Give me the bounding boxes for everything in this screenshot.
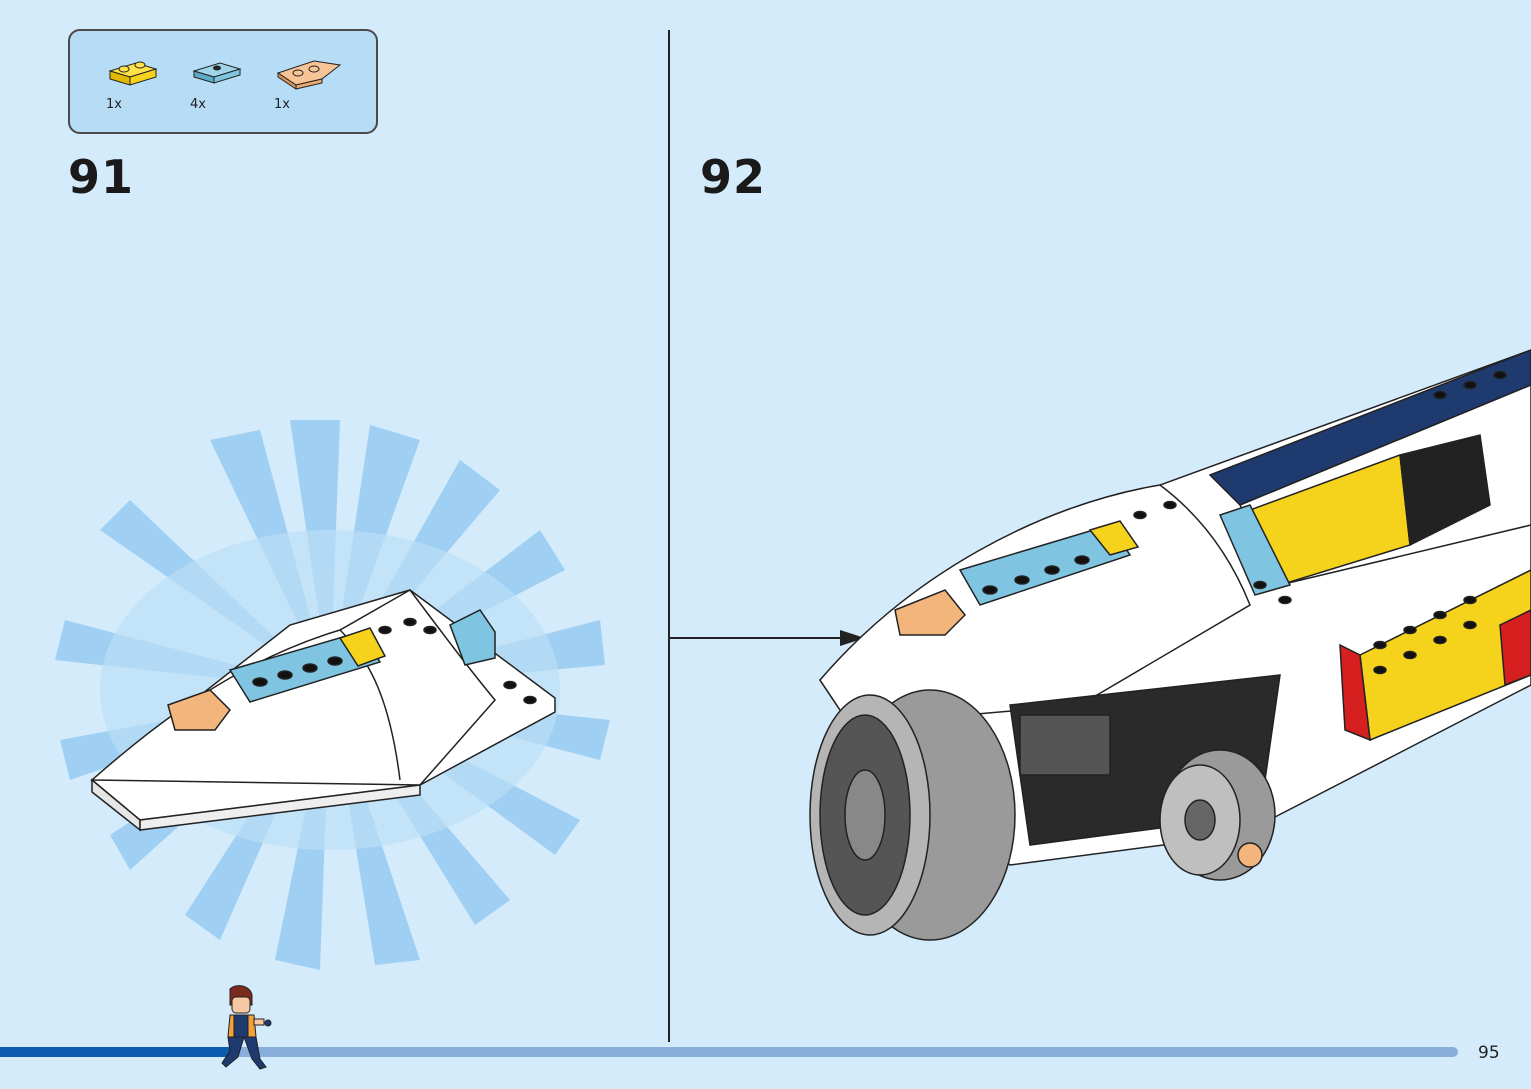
part-light-blue-tile: 4x xyxy=(190,57,260,127)
step-91-illustration xyxy=(55,420,610,970)
parts-callout: 1x 4x 1x xyxy=(68,29,378,134)
progress-bar-fill xyxy=(0,1047,234,1057)
light-blue-tile-icon xyxy=(192,62,242,84)
nougat-wedge-icon xyxy=(276,60,342,90)
page-divider xyxy=(668,30,670,1042)
step-92-arrow xyxy=(670,630,865,646)
step-number-91: 91 xyxy=(68,150,135,204)
step-92-illustration xyxy=(809,349,1531,941)
part-qty: 1x xyxy=(274,97,290,112)
part-qty: 4x xyxy=(190,97,206,112)
part-nougat-wedge: 1x xyxy=(274,57,344,127)
page-number: 95 xyxy=(1478,1043,1500,1063)
part-yellow-plate: 1x xyxy=(106,57,176,127)
front-wheel xyxy=(809,689,1016,941)
step-number-92: 92 xyxy=(700,150,767,204)
part-qty: 1x xyxy=(106,97,122,112)
yellow-plate-icon xyxy=(108,61,158,86)
minifigure-progress-marker xyxy=(221,985,272,1070)
progress-bar xyxy=(0,1047,1458,1057)
nose-assembly xyxy=(90,589,556,832)
rear-wheel xyxy=(1159,749,1276,881)
